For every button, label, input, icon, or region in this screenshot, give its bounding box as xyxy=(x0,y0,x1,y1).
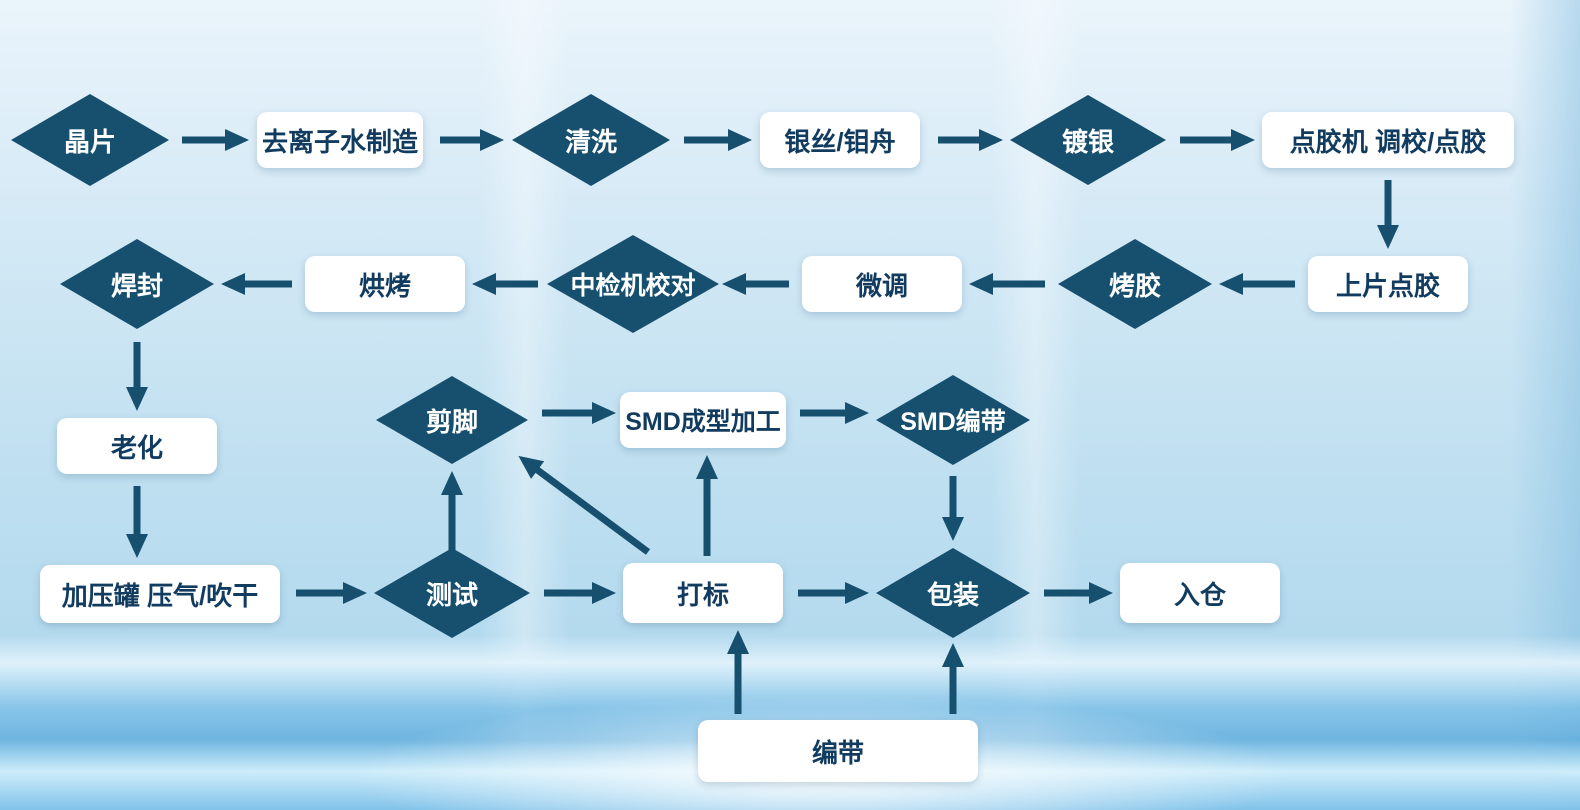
node-baking: 烘烤 xyxy=(305,256,465,312)
node-aging-label: 老化 xyxy=(110,432,163,463)
node-chip-dispense-label: 上片点胶 xyxy=(1335,270,1440,301)
node-weld-seal-label: 焊封 xyxy=(110,270,163,301)
node-fine-tune: 微调 xyxy=(802,256,962,312)
node-pressure-tank-label: 加压罐 压气/吹干 xyxy=(61,580,259,611)
node-warehouse: 入仓 xyxy=(1120,563,1280,623)
node-chip-dispense: 上片点胶 xyxy=(1308,256,1468,312)
node-marking: 打标 xyxy=(623,563,783,623)
node-cleaning-label: 清洗 xyxy=(564,126,617,157)
node-mid-check-label: 中检机校对 xyxy=(570,272,696,300)
arrow-marking-diagonal-to-cutleg xyxy=(518,455,651,555)
node-silver-plating-label: 镀银 xyxy=(1061,126,1114,157)
node-di-water-label: 去离子水制造 xyxy=(261,126,418,157)
node-dispenser-label: 点胶机 调校/点胶 xyxy=(1289,126,1487,157)
node-packing-label: 包装 xyxy=(926,579,979,610)
node-taping-label: 编带 xyxy=(811,737,864,768)
node-aging: 老化 xyxy=(57,418,217,474)
node-smd-forming: SMD成型加工 xyxy=(620,392,786,448)
node-taping: 编带 xyxy=(698,720,978,782)
node-silver-wire-label: 银丝/钼舟 xyxy=(784,126,896,157)
node-smd-taping-label: SMD编带 xyxy=(900,408,1006,436)
node-fine-tune-label: 微调 xyxy=(855,270,908,301)
node-chip-label: 晶片 xyxy=(63,126,116,157)
node-di-water: 去离子水制造 xyxy=(257,112,423,168)
node-cut-leg-label: 剪脚 xyxy=(425,406,478,437)
node-silver-wire: 银丝/钼舟 xyxy=(760,112,920,168)
node-marking-label: 打标 xyxy=(676,579,729,610)
node-baking-label: 烘烤 xyxy=(358,270,411,301)
node-bake-glue-label: 烤胶 xyxy=(1108,270,1161,301)
node-dispenser: 点胶机 调校/点胶 xyxy=(1262,112,1514,168)
node-test-label: 测试 xyxy=(425,579,478,610)
node-pressure-tank: 加压罐 压气/吹干 xyxy=(40,565,280,623)
node-smd-forming-label: SMD成型加工 xyxy=(625,408,781,436)
node-warehouse-label: 入仓 xyxy=(1173,579,1226,610)
